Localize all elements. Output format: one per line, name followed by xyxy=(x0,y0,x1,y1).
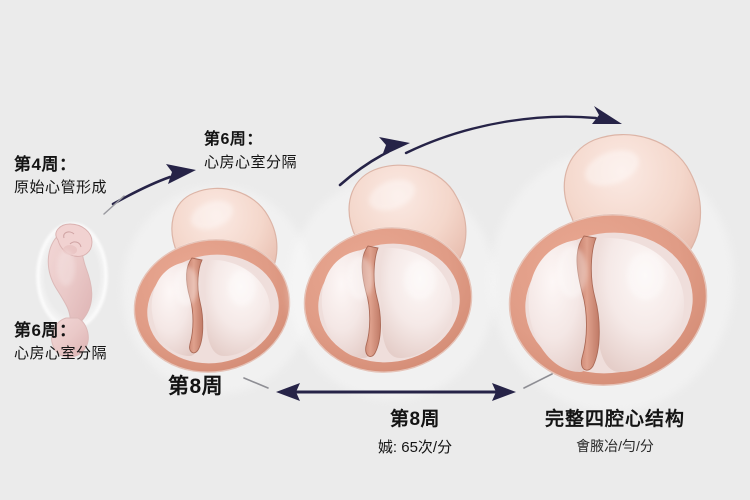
label-week8-center-subtitle: 娍: 65次/分 xyxy=(377,439,453,457)
label-week8-center: 第8周 娍: 65次/分 xyxy=(330,408,500,458)
label-four-chamber: 完整四腔心结构 㑹腋冶/勻/分 xyxy=(515,408,715,456)
stage-heart-four-chamber xyxy=(490,133,734,412)
label-week8-left: 第8周 xyxy=(168,375,224,398)
label-week8-center-title: 第8周 xyxy=(389,409,441,430)
arrow-stage2-to-stage3 xyxy=(338,137,410,187)
label-four-chamber-title: 完整四腔心结构 xyxy=(544,409,685,430)
label-week6-left: 第6周： 心房心室分隔 xyxy=(14,320,107,363)
arrow-stage3-to-stage4 xyxy=(404,106,622,155)
stage-heart-week8 xyxy=(288,164,496,400)
label-week6-top-subtitle: 心房心室分隔 xyxy=(204,154,298,172)
arrow-stage1-to-stage2 xyxy=(111,164,196,206)
tick-mark-week4 xyxy=(103,195,125,215)
label-week4-subtitle: 原始心管形成 xyxy=(14,178,108,196)
label-week6-left-title: 第6周： xyxy=(14,321,77,340)
label-week4-title: 第4周： xyxy=(14,155,77,174)
label-week6-top: 第6周： 心房心室分隔 xyxy=(204,130,297,173)
stage-heart-week6 xyxy=(122,186,314,394)
label-week6-left-subtitle: 心房心室分隔 xyxy=(14,344,108,362)
label-four-chamber-subtitle: 㑹腋冶/勻/分 xyxy=(576,438,654,455)
label-week4: 第4周： 原始心管形成 xyxy=(14,154,107,197)
label-week6-top-title: 第6周： xyxy=(204,131,263,148)
arrow-week8-span xyxy=(243,373,553,401)
